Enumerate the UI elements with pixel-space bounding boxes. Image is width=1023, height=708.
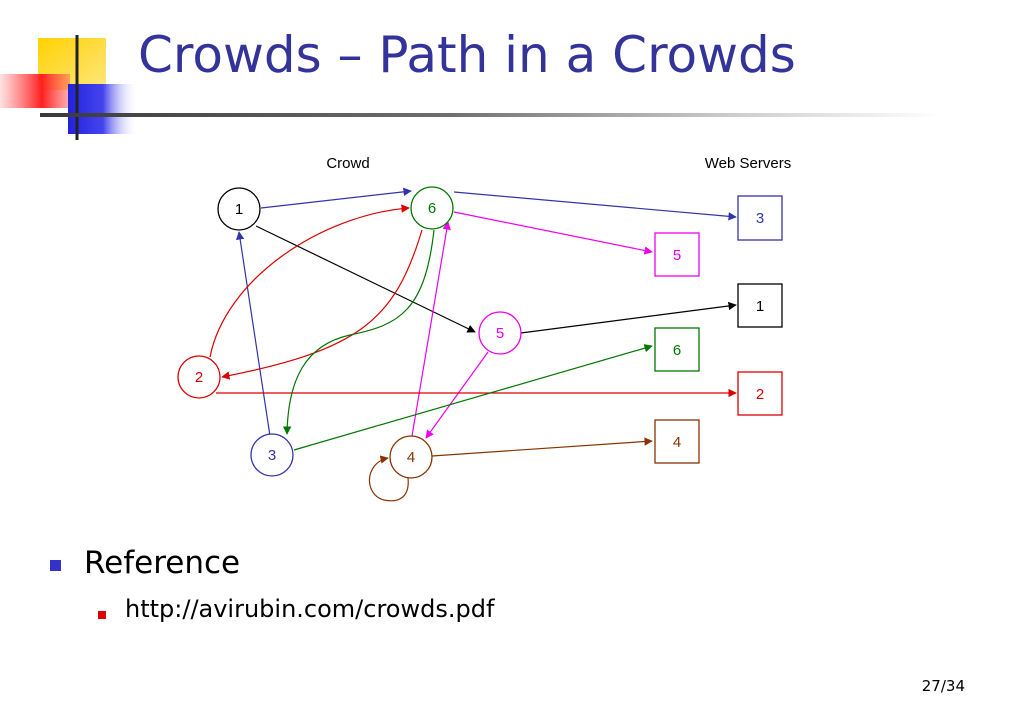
web-server-label: 6 [673, 342, 681, 359]
crowd-node-1: 1 [217, 187, 261, 231]
crowd-node-2: 2 [177, 355, 221, 399]
crowd-node-label: 5 [496, 325, 504, 342]
bullet-text: Reference [84, 545, 241, 581]
path-user-5 [411, 211, 653, 439]
path-user-4 [368, 437, 653, 502]
web-server-6: 6 [654, 327, 700, 372]
page-number: 27/34 [921, 677, 965, 695]
web-server-label: 2 [756, 386, 764, 403]
crowd-node-6: 6 [410, 186, 454, 230]
web-servers-label: Web Servers [705, 155, 791, 172]
sub-bullet-square-icon [98, 611, 106, 619]
web-server-1: 1 [737, 283, 783, 328]
slide-logo-icon [0, 35, 138, 140]
reference-link[interactable]: http://avirubin.com/crowds.pdf [125, 595, 495, 623]
web-server-label: 4 [673, 434, 681, 451]
bullet-square-icon [50, 560, 61, 571]
web-server-label: 5 [673, 247, 681, 264]
title-underline [40, 113, 940, 117]
path-user-6 [282, 229, 653, 451]
path-user-2 [209, 204, 737, 398]
crowd-node-label: 6 [428, 200, 436, 217]
crowd-label: Crowd [326, 155, 369, 172]
slide-title: Crowds – Path in a Crowds [138, 26, 796, 84]
web-server-label: 1 [756, 298, 764, 315]
web-server-label: 3 [756, 210, 764, 227]
path-user-3 [235, 187, 737, 437]
crowd-node-label: 1 [235, 201, 243, 218]
crowd-node-label: 3 [268, 447, 276, 464]
crowd-node-label: 2 [195, 369, 203, 386]
web-server-2: 2 [737, 371, 783, 416]
crowd-node-4: 4 [389, 435, 433, 479]
crowd-node-3: 3 [250, 433, 294, 477]
web-server-5: 5 [654, 232, 700, 277]
crowd-node-5: 5 [478, 311, 522, 355]
path-user-1 [255, 225, 737, 334]
web-server-3: 3 [737, 195, 783, 241]
crowd-node-label: 4 [407, 449, 415, 466]
web-server-4: 4 [654, 419, 700, 464]
